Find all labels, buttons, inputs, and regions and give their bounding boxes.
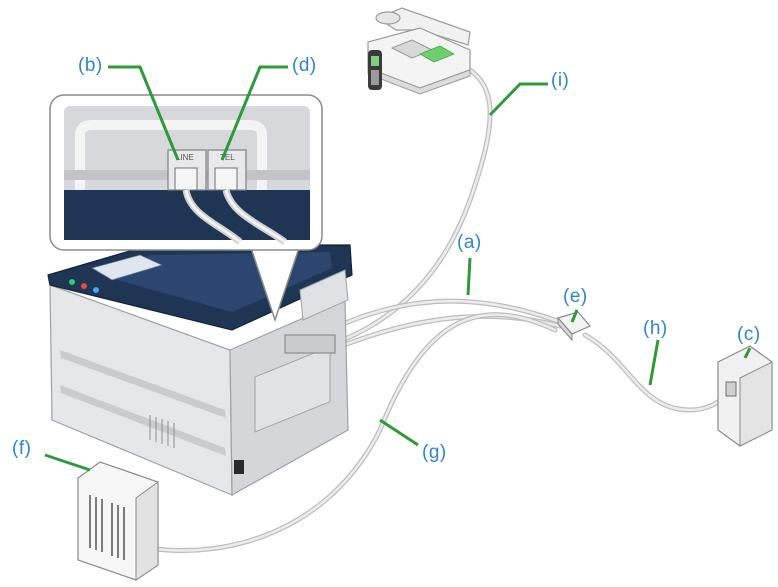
leader-e: [570, 309, 579, 323]
label-a: (a): [457, 232, 482, 253]
leader-d: [220, 65, 288, 161]
printer: [47, 244, 353, 497]
port-label-line: LINE: [176, 153, 194, 162]
label-f: (f): [12, 438, 32, 459]
port-label-tel: TEL: [220, 153, 235, 162]
label-i: (i): [551, 70, 570, 91]
cable-splitter-to-wall: [582, 332, 738, 413]
modem: [77, 461, 159, 581]
leader-c: [743, 347, 752, 359]
phone-display: [419, 45, 455, 63]
splitter: [556, 311, 591, 342]
leader-b: [108, 65, 180, 161]
leader-lines: [44, 65, 752, 472]
printer-control-panel: [90, 254, 164, 281]
leader-a: [466, 257, 472, 296]
telephone: [367, 7, 471, 95]
port-inset: LINE TEL: [49, 94, 323, 323]
label-g: (g): [422, 442, 447, 463]
label-d: (d): [292, 55, 317, 76]
label-e: (e): [563, 286, 588, 307]
wall-jack: [717, 345, 773, 447]
label-b: (b): [78, 55, 103, 76]
leader-f: [44, 453, 91, 472]
leader-h: [648, 339, 660, 386]
leader-g: [379, 418, 419, 447]
label-h: (h): [643, 318, 668, 339]
label-c: (c): [737, 324, 761, 345]
leader-i: [488, 82, 548, 117]
